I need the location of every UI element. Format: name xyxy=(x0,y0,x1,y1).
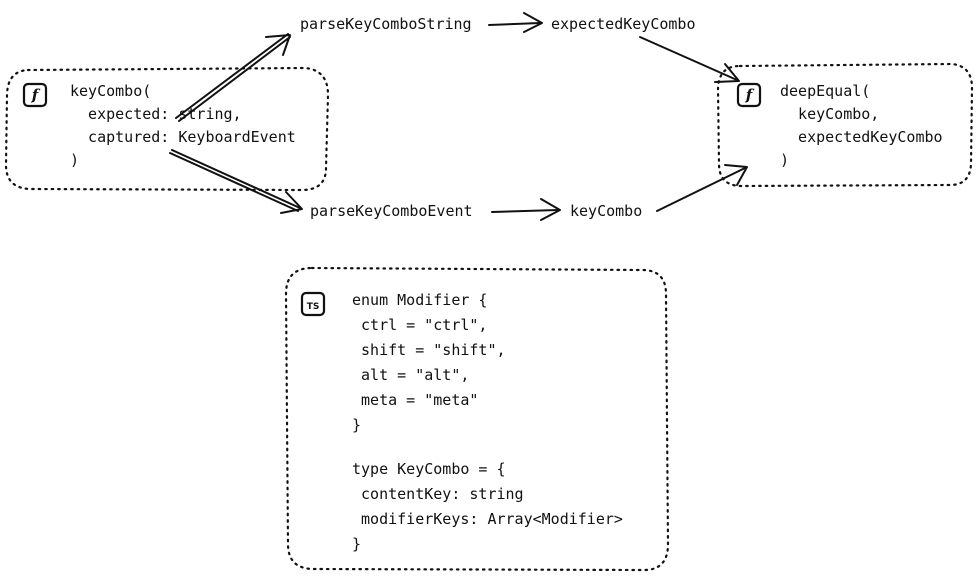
types-code-line: } xyxy=(352,416,361,434)
deepequal-signature-line: keyCombo, xyxy=(780,105,879,123)
keycombo-signature-line: keyCombo( xyxy=(70,82,151,100)
keycombo-signature-line: expected: string, xyxy=(70,105,242,123)
expected-key-combo-label: expectedKeyCombo xyxy=(551,15,696,33)
arrow-keycombo-to-parse-string xyxy=(175,33,291,122)
deepequal-signature-line: deepEqual( xyxy=(780,82,870,100)
types-code-line: alt = "alt", xyxy=(352,366,469,384)
svg-text:TS: TS xyxy=(307,302,320,312)
keycombo-signature-line: captured: KeyboardEvent xyxy=(70,128,296,146)
svg-text:f: f xyxy=(31,86,41,104)
function-icon: f xyxy=(736,82,762,108)
types-code-line: modifierKeys: Array<Modifier> xyxy=(352,510,623,528)
arrow-parse-string-to-expected xyxy=(488,12,543,33)
key-combo-label: keyCombo xyxy=(570,202,642,220)
types-code-line: ctrl = "ctrl", xyxy=(352,316,487,334)
deepequal-box-border xyxy=(716,62,974,188)
types-code-line: enum Modifier { xyxy=(352,291,487,309)
types-definition-node: TS enum Modifier { ctrl = "ctrl", shift … xyxy=(284,266,670,572)
function-icon: f xyxy=(22,82,48,108)
parse-key-combo-event-label: parseKeyComboEvent xyxy=(310,202,473,220)
typescript-icon: TS xyxy=(300,291,326,317)
parse-key-combo-string-label: parseKeyComboString xyxy=(300,15,472,33)
types-code-line: shift = "shift", xyxy=(352,341,506,359)
types-code-line: } xyxy=(352,535,361,553)
arrow-parse-event-to-key-combo xyxy=(491,198,561,221)
keycombo-function-node: f keyCombo( expected: string, captured: … xyxy=(4,66,330,192)
types-code-line: meta = "meta" xyxy=(352,391,478,409)
svg-text:f: f xyxy=(745,86,755,104)
deepequal-signature-line: ) xyxy=(780,151,789,169)
arrow-keycombo-to-parse-event xyxy=(169,149,303,214)
arrow-key-combo-to-deepequal xyxy=(656,164,748,212)
deepequal-function-node: f deepEqual( keyCombo, expectedKeyCombo … xyxy=(716,62,974,188)
types-code-line: contentKey: string xyxy=(352,485,524,503)
types-code-line: type KeyCombo = { xyxy=(352,460,506,478)
keycombo-signature-line: ) xyxy=(70,151,79,169)
deepequal-signature-line: expectedKeyCombo xyxy=(780,128,943,146)
arrow-expected-to-deepequal xyxy=(639,36,740,83)
